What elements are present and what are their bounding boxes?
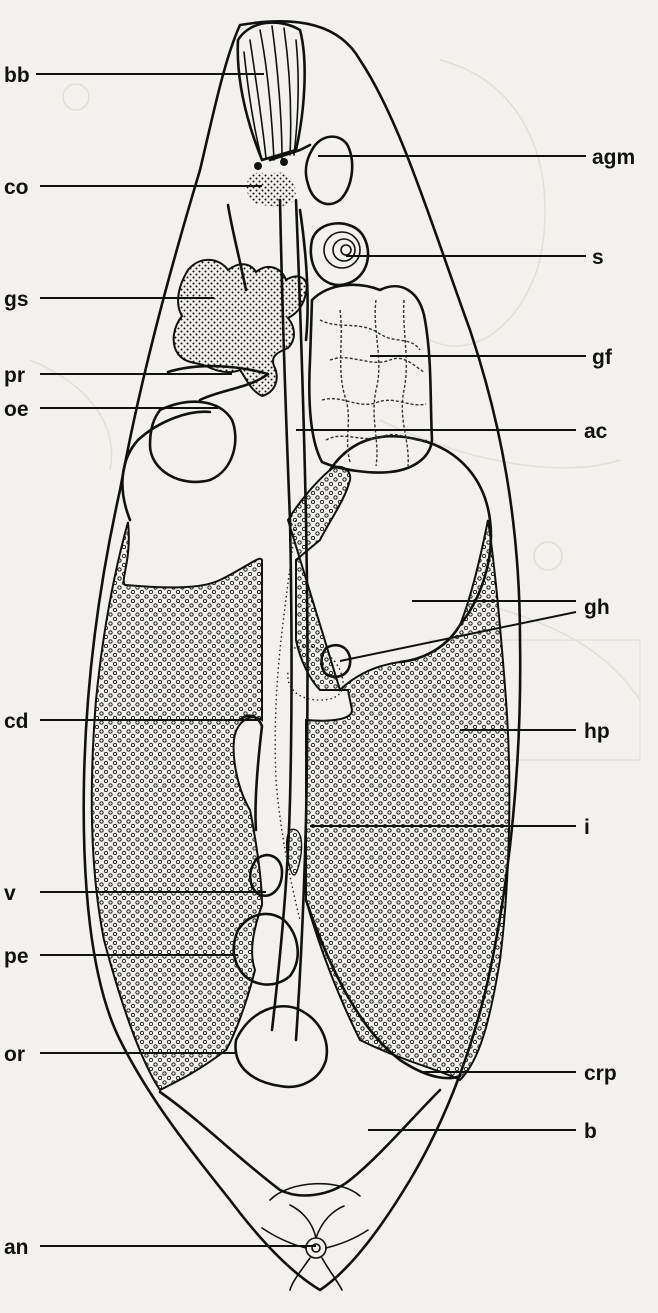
gonad-mass xyxy=(174,260,307,396)
label-co: co xyxy=(4,176,29,199)
eye-left xyxy=(254,162,262,170)
anus-rosette xyxy=(262,1184,368,1290)
label-pr: pr xyxy=(4,364,25,387)
label-bb: bb xyxy=(4,64,30,87)
label-an: an xyxy=(4,1236,29,1259)
label-b: b xyxy=(584,1120,597,1143)
label-gh: gh xyxy=(584,596,610,619)
label-i: i xyxy=(584,816,590,839)
label-v: v xyxy=(4,882,16,905)
label-crp: crp xyxy=(584,1062,617,1085)
label-agm: agm xyxy=(592,146,635,169)
label-pe: pe xyxy=(4,945,29,968)
nerve-collar xyxy=(247,173,296,207)
hepatopancreas-right xyxy=(288,467,509,1080)
label-s: s xyxy=(592,246,604,269)
statocyst xyxy=(311,223,368,285)
anterior-gland xyxy=(306,137,352,204)
hepatopancreas-left xyxy=(92,522,262,1090)
label-hp: hp xyxy=(584,720,610,743)
label-gf: gf xyxy=(592,346,613,369)
label-cd: cd xyxy=(4,710,29,733)
label-oe: oe xyxy=(4,398,29,421)
label-ac: ac xyxy=(584,420,608,443)
gf-outline xyxy=(309,285,432,473)
eye-right xyxy=(280,158,288,166)
buccal-bulb xyxy=(238,23,310,160)
organ-or xyxy=(236,1006,327,1087)
gf-veins xyxy=(320,300,428,466)
posterior-fold xyxy=(160,1090,440,1195)
label-or: or xyxy=(4,1043,25,1066)
label-gs: gs xyxy=(4,288,29,311)
left-lobe-outline xyxy=(122,412,210,520)
